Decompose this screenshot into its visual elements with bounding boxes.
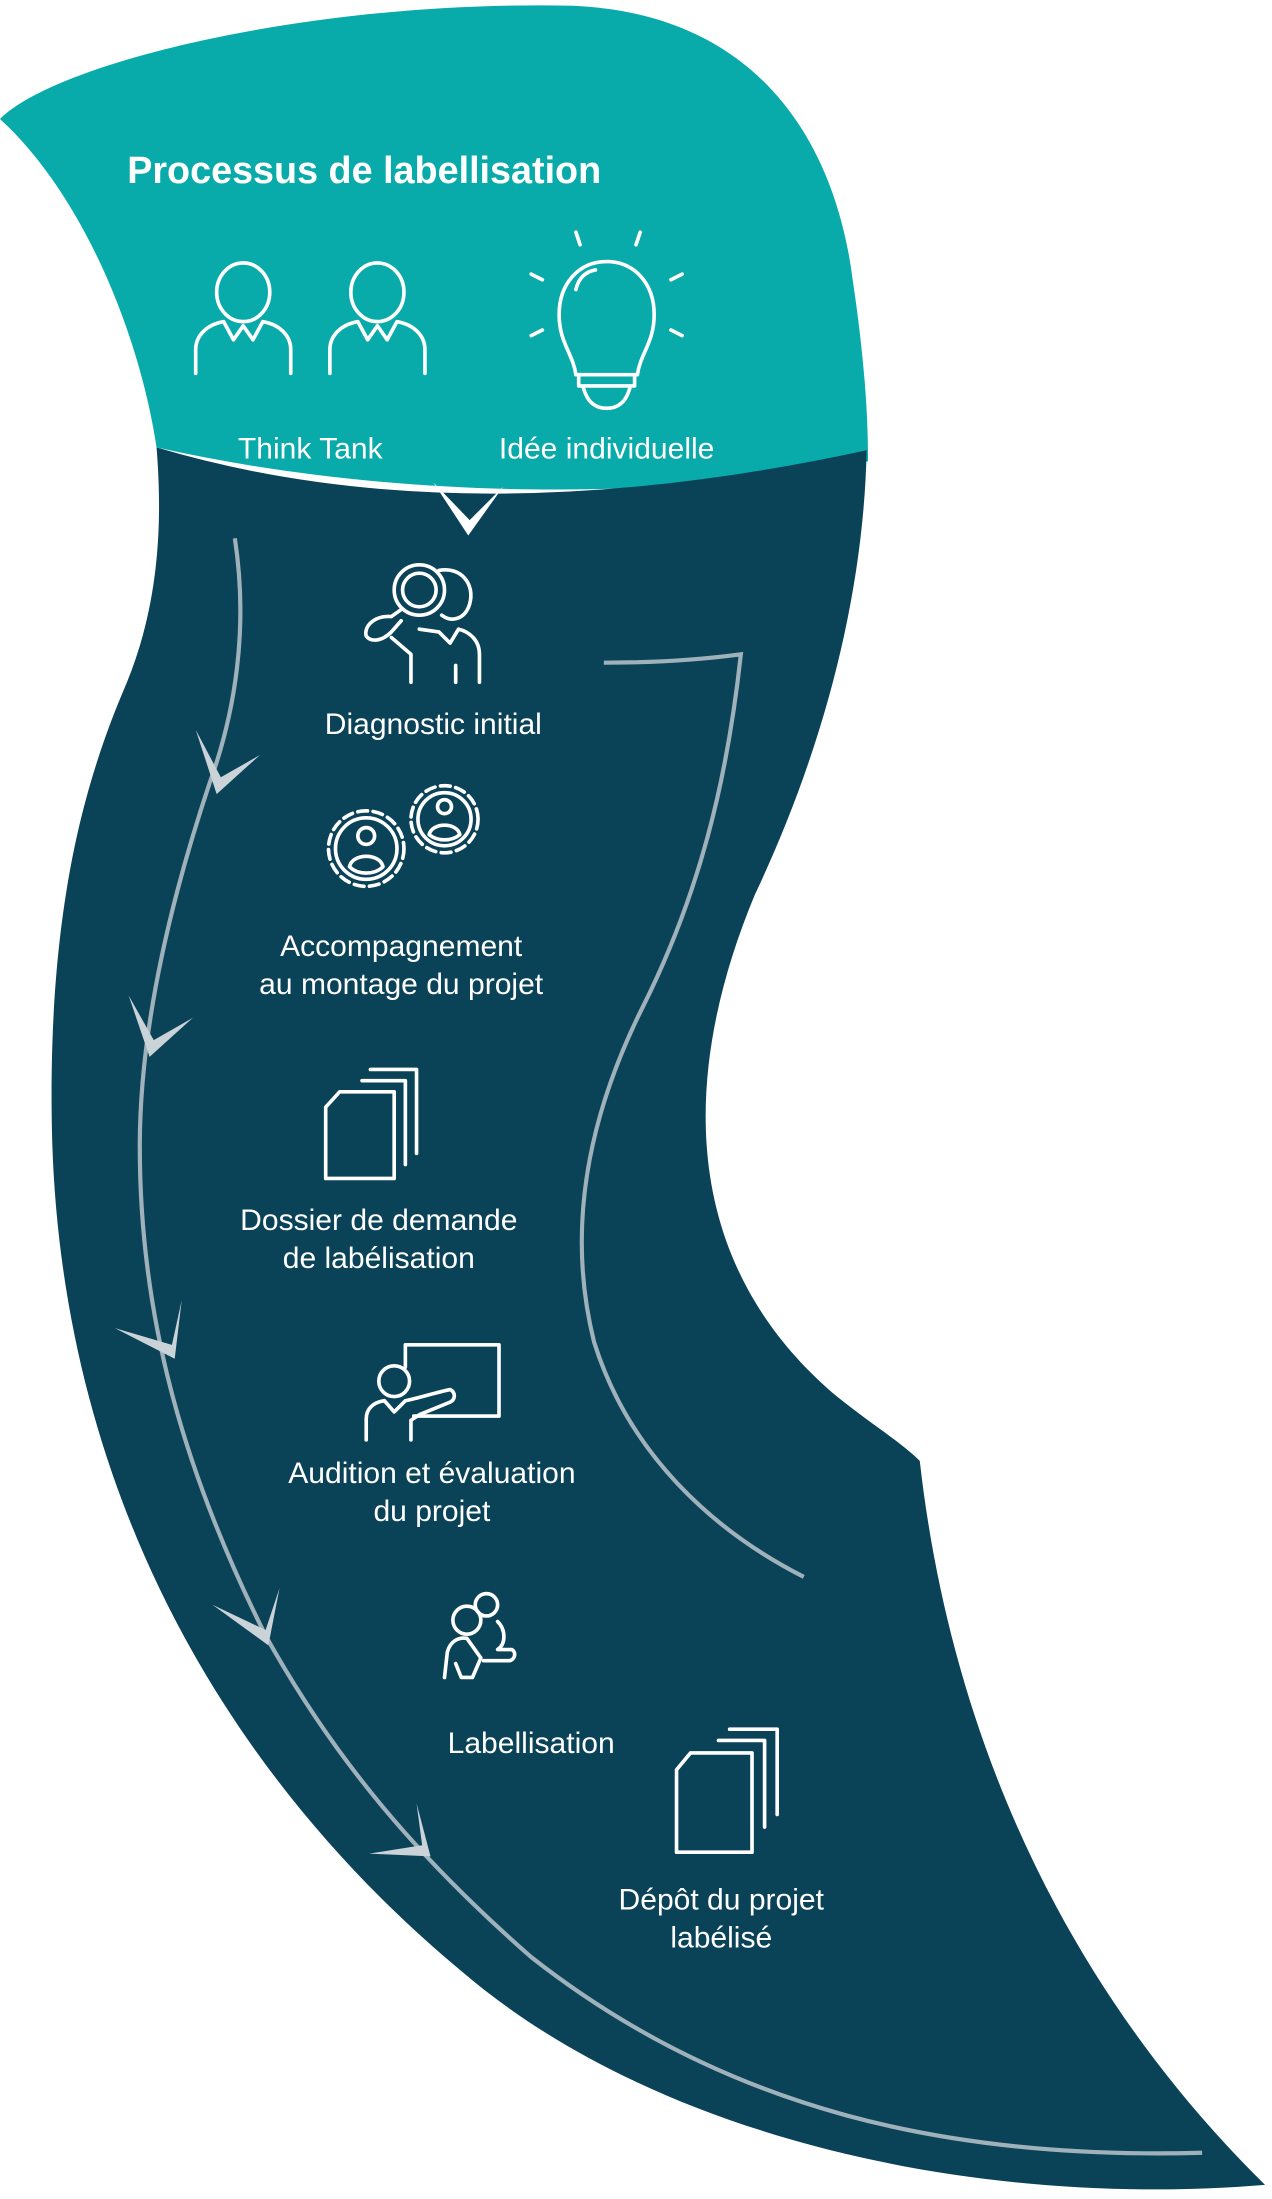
two-people-icon bbox=[193, 261, 427, 376]
source-label-idee-individuelle: Idée individuelle bbox=[499, 433, 715, 466]
arrowhead bbox=[212, 1588, 280, 1646]
flow-arrowheads bbox=[114, 729, 431, 1857]
step-accompagnement-line2: au montage du projet bbox=[259, 968, 544, 1001]
flow-line-left bbox=[137, 537, 1203, 2156]
step-depot-line1: Dépôt du projet bbox=[619, 1884, 825, 1917]
step-dossier-line2: de labélisation bbox=[283, 1242, 475, 1275]
step-diagnostic-initial: Diagnostic initial bbox=[325, 708, 542, 741]
step-accompagnement-line1: Accompagnement bbox=[280, 930, 523, 963]
chevron-down-icon bbox=[433, 482, 504, 536]
step-audition-line2: du projet bbox=[373, 1495, 491, 1528]
flow-line-right bbox=[579, 651, 805, 1579]
magnifier-person-icon bbox=[364, 563, 482, 685]
gears-people-icon bbox=[326, 783, 480, 889]
step-labellisation: Labellisation bbox=[448, 1727, 615, 1760]
body-shape bbox=[51, 447, 1266, 2190]
step-dossier-line1: Dossier de demande bbox=[240, 1204, 517, 1237]
meeting-icon bbox=[442, 1591, 517, 1680]
page-title: Processus de labellisation bbox=[127, 149, 601, 191]
step-depot-line2: labélisé bbox=[670, 1921, 772, 1954]
step-audition-line1: Audition et évaluation bbox=[288, 1457, 575, 1490]
arrowhead bbox=[114, 1300, 182, 1359]
arrowhead bbox=[195, 729, 260, 795]
source-label-think-tank: Think Tank bbox=[238, 433, 384, 466]
documents-icon bbox=[323, 1067, 419, 1181]
lightbulb-icon bbox=[529, 230, 684, 411]
arrowhead bbox=[128, 995, 193, 1057]
header-shape bbox=[0, 5, 869, 490]
documents-icon bbox=[674, 1727, 779, 1855]
arrowhead bbox=[369, 1803, 431, 1857]
presentation-icon bbox=[364, 1342, 501, 1442]
